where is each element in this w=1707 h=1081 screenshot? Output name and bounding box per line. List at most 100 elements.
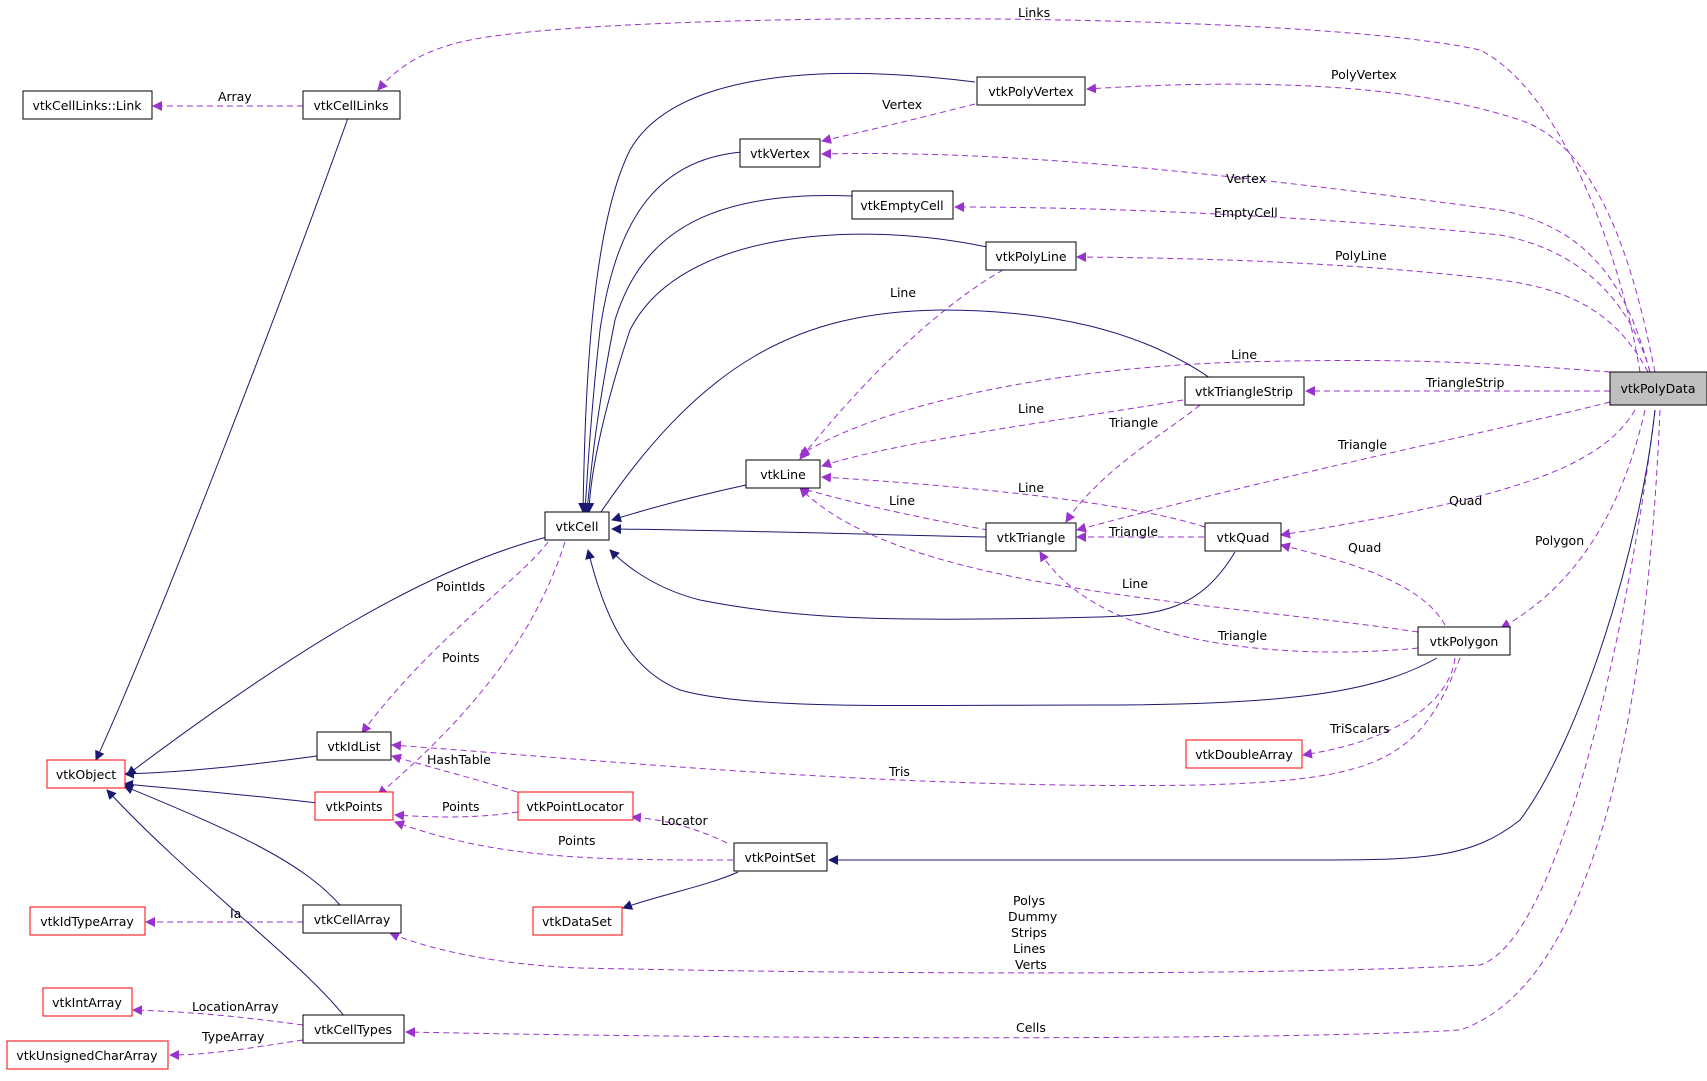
node-vtkpolydata[interactable]: vtkPolyData: [1609, 371, 1707, 406]
node-vtkpoints[interactable]: vtkPoints: [314, 791, 394, 821]
node-vtkobject[interactable]: vtkObject: [46, 759, 126, 789]
label-pointids: PointIds: [436, 579, 485, 594]
inh-celllinks-object: [95, 117, 349, 761]
edge-line-ts: [821, 399, 1184, 468]
edge-vertex: [821, 148, 1651, 373]
label-line-ts: Line: [1018, 401, 1044, 416]
inh-cellarray-object: [123, 784, 341, 906]
edge-points-pl: [394, 810, 519, 821]
edge-line-top: [799, 359, 1611, 456]
node-vtkemptycell[interactable]: vtkEmptyCell: [851, 190, 954, 220]
label-points-cell: Points: [442, 650, 480, 665]
label-line-quad: Line: [1018, 480, 1044, 495]
label-vertex: Vertex: [1226, 171, 1266, 186]
svg-text:vtkIntArray: vtkIntArray: [52, 995, 122, 1010]
inh-cell-object: [126, 536, 548, 776]
edge-vertex-pv: [821, 103, 976, 144]
svg-text:vtkIdList: vtkIdList: [327, 739, 380, 754]
edge-polyline: [1076, 252, 1649, 373]
inh-celltypes-object: [106, 789, 346, 1018]
node-vtkcelllinks-link[interactable]: vtkCellLinks::Link: [22, 90, 153, 120]
node-vtkunsignedchararray[interactable]: vtkUnsignedCharArray: [6, 1040, 169, 1070]
label-polygon-pd: Polygon: [1535, 533, 1584, 548]
node-vtkpointset[interactable]: vtkPointSet: [733, 842, 828, 872]
edge-links: [377, 18, 1641, 373]
label-line-top: Line: [1231, 347, 1257, 362]
node-vtkpolyvertex[interactable]: vtkPolyVertex: [976, 76, 1086, 106]
inh-emptycell-cell: [582, 195, 853, 513]
svg-text:vtkCellArray: vtkCellArray: [314, 912, 391, 927]
edge-triangle-pd: [1076, 401, 1611, 533]
label-locator: Locator: [661, 813, 708, 828]
node-vtkcellarray[interactable]: vtkCellArray: [302, 904, 402, 934]
edge-cells: [405, 409, 1661, 1039]
label-dummy: Dummy: [1008, 909, 1058, 924]
label-trianglestrip: TriangleStrip: [1425, 375, 1505, 390]
label-triangle-quad: Triangle: [1108, 524, 1158, 539]
svg-text:vtkVertex: vtkVertex: [750, 146, 810, 161]
label-triangle-pg: Triangle: [1217, 628, 1267, 643]
node-vtkidtypearray[interactable]: vtkIdTypeArray: [29, 906, 146, 936]
label-line-pl: Line: [890, 285, 916, 300]
label-locationarray: LocationArray: [192, 999, 279, 1014]
node-vtktriangle[interactable]: vtkTriangle: [985, 522, 1077, 552]
label-tris: Tris: [888, 764, 910, 779]
node-vtkintarray[interactable]: vtkIntArray: [42, 987, 133, 1017]
inh-points-object: [123, 779, 318, 804]
inh-idlist-object: [124, 755, 318, 779]
svg-text:vtkEmptyCell: vtkEmptyCell: [860, 198, 943, 213]
svg-text:vtkPoints: vtkPoints: [325, 799, 382, 814]
node-vtkline[interactable]: vtkLine: [745, 459, 821, 489]
svg-text:vtkLine: vtkLine: [760, 467, 806, 482]
node-vtkvertex[interactable]: vtkVertex: [739, 138, 821, 168]
inh-polyvertex-cell: [578, 73, 976, 513]
edge-emptycell: [954, 202, 1651, 373]
label-polyvertex: PolyVertex: [1331, 67, 1397, 82]
edge-line-quad: [821, 472, 1206, 528]
node-vtkidlist[interactable]: vtkIdList: [316, 731, 392, 761]
node-vtkpolyline[interactable]: vtkPolyLine: [985, 241, 1077, 271]
node-vtkquad[interactable]: vtkQuad: [1204, 522, 1282, 552]
label-hashtable: HashTable: [427, 752, 491, 767]
edge-triangle-ts: [1065, 404, 1201, 523]
inh-line-cell: [611, 484, 747, 523]
label-emptycell: EmptyCell: [1214, 205, 1278, 220]
svg-text:vtkPolyLine: vtkPolyLine: [995, 249, 1067, 264]
svg-text:vtkPolyData: vtkPolyData: [1621, 381, 1696, 396]
svg-text:vtkCellTypes: vtkCellTypes: [314, 1022, 392, 1037]
node-vtkpolygon[interactable]: vtkPolygon: [1417, 626, 1511, 656]
svg-text:vtkObject: vtkObject: [56, 767, 116, 782]
edge-line-pl: [799, 269, 1004, 460]
node-vtkpointlocator[interactable]: vtkPointLocator: [517, 791, 634, 821]
label-cells: Cells: [1016, 1020, 1046, 1035]
svg-text:vtkCellLinks::Link: vtkCellLinks::Link: [32, 98, 142, 113]
node-vtkdataset[interactable]: vtkDataSet: [532, 906, 623, 936]
node-vtkcelltypes[interactable]: vtkCellTypes: [302, 1014, 405, 1044]
inh-quad-cell: [609, 549, 1236, 620]
edge-quad-pg: [1280, 542, 1446, 626]
inh-polydata-pointset: [828, 409, 1656, 865]
node-vtktrianglestrip[interactable]: vtkTriangleStrip: [1184, 376, 1305, 406]
inh-trianglestrip-cell: [590, 309, 1211, 528]
edge-polyvertex: [1086, 83, 1656, 373]
label-array: Array: [218, 89, 252, 104]
label-triangle-pd: Triangle: [1337, 437, 1387, 452]
node-vtkcell[interactable]: vtkCell: [544, 511, 610, 541]
label-links: Links: [1018, 5, 1050, 20]
label-triscalars: TriScalars: [1329, 721, 1390, 736]
label-ia: Ia: [230, 906, 241, 921]
label-points-ps: Points: [558, 833, 596, 848]
edge-pointids: [361, 541, 549, 734]
label-quad-pd: Quad: [1449, 493, 1482, 508]
label-typearray: TypeArray: [201, 1029, 265, 1044]
inh-pointset-dataset: [622, 871, 739, 910]
edge-locationarray: [132, 1005, 304, 1026]
svg-text:vtkDataSet: vtkDataSet: [542, 914, 612, 929]
label-quad-pg: Quad: [1348, 540, 1381, 555]
svg-text:vtkCell: vtkCell: [556, 519, 599, 534]
node-vtkdoublearray[interactable]: vtkDoubleArray: [1185, 739, 1303, 769]
label-lines: Lines: [1013, 941, 1046, 956]
label-line-pg: Line: [1122, 576, 1148, 591]
node-vtkcelllinks[interactable]: vtkCellLinks: [302, 90, 401, 120]
